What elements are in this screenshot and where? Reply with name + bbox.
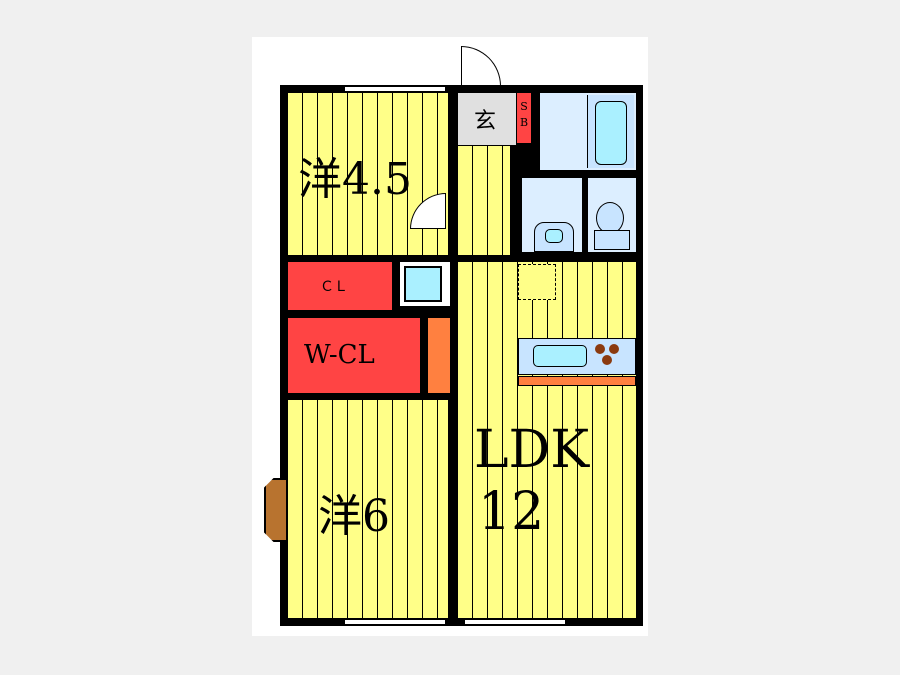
shoe-box-label: B bbox=[519, 116, 529, 129]
storage-shelf bbox=[428, 318, 450, 393]
toilet-room bbox=[588, 178, 636, 252]
window bbox=[345, 86, 445, 92]
closet: ＣＬ bbox=[288, 262, 392, 310]
door-swing bbox=[410, 193, 446, 229]
closet-label: ＣＬ bbox=[320, 279, 348, 295]
fridge-space bbox=[400, 262, 450, 306]
room-western-6: 洋6 bbox=[288, 400, 448, 618]
toilet bbox=[596, 202, 624, 234]
bay-window bbox=[264, 478, 288, 542]
window bbox=[465, 619, 565, 625]
stove-burner bbox=[609, 344, 619, 354]
floor-hatch bbox=[518, 264, 556, 300]
kitchen-shelf bbox=[518, 376, 636, 386]
room-kanji: 洋 bbox=[298, 154, 342, 205]
room-kanji: 洋 bbox=[318, 491, 362, 542]
room-western-4.5: 洋4.5 bbox=[288, 93, 448, 255]
bathroom bbox=[540, 93, 636, 170]
hallway bbox=[458, 146, 510, 255]
entrance-label: 玄 bbox=[474, 109, 497, 134]
room-ldk: LDK 12 bbox=[458, 262, 636, 618]
ldk-name: LDK bbox=[474, 420, 590, 480]
entrance: 玄 bbox=[458, 93, 516, 145]
kitchen-counter bbox=[518, 338, 636, 375]
window bbox=[345, 619, 445, 625]
ldk-size: 12 bbox=[478, 482, 545, 542]
washroom bbox=[522, 178, 582, 252]
walk-in-closet-label: W-CL bbox=[304, 340, 375, 370]
walk-in-closet: W-CL bbox=[288, 318, 420, 393]
stove-burner bbox=[595, 344, 605, 354]
fridge-icon bbox=[404, 266, 442, 302]
room-size: 4.5 bbox=[342, 154, 412, 205]
room-size: 6 bbox=[362, 491, 390, 542]
bathtub bbox=[587, 95, 634, 168]
shoe-box: S B bbox=[517, 93, 531, 143]
sink bbox=[533, 345, 587, 367]
stove-burner bbox=[602, 355, 612, 365]
washbasin bbox=[534, 222, 574, 252]
shoe-box-label: S bbox=[520, 100, 528, 113]
